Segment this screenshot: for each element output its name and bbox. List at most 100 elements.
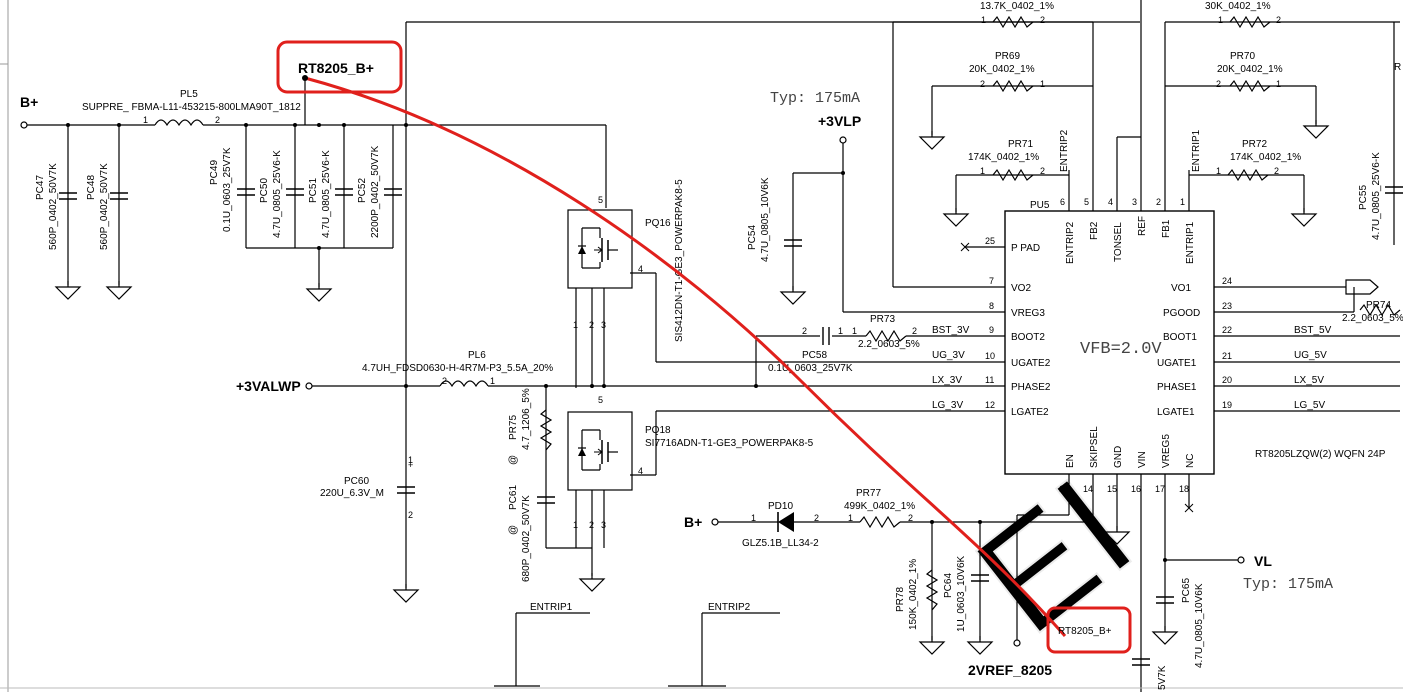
net-b-plus-left: B+	[20, 94, 38, 110]
svg-text:2: 2	[1040, 15, 1045, 25]
pc47-ref: PC47	[35, 175, 46, 200]
svg-text:1: 1	[573, 320, 578, 330]
svg-text:PHASE1: PHASE1	[1157, 382, 1197, 393]
net-lx-5v: LX_5V	[1294, 375, 1324, 386]
svg-text:2: 2	[408, 510, 413, 520]
highlight-annotation: RT8205_B+ RT8205_B+	[276, 40, 1132, 654]
svg-text:2: 2	[1040, 166, 1045, 176]
pc58-ref: PC58	[802, 350, 827, 361]
net-3vlp: +3VLP	[818, 113, 861, 129]
pc54-ref: PC54	[747, 225, 758, 250]
pl5-value: SUPPRE_ FBMA-L11-453215-800LMA90T_1812	[82, 102, 301, 113]
svg-text:3: 3	[601, 320, 606, 330]
svg-text:PGOOD: PGOOD	[1163, 308, 1200, 319]
pc51-ref: PC51	[308, 178, 319, 203]
svg-text:19: 19	[1222, 400, 1232, 410]
svg-text:GND: GND	[1113, 446, 1124, 468]
pc48-value: 560P_0402_50V7K	[99, 163, 110, 250]
pq16-ref: PQ16	[645, 218, 671, 229]
svg-text:BOOT2: BOOT2	[1011, 332, 1045, 343]
pq16-value: SIS412DN-T1-GE3_POWERPAK8-5	[674, 179, 685, 342]
svg-text:BOOT1: BOOT1	[1163, 332, 1197, 343]
pc47-value: 560P_0402_50V7K	[48, 163, 59, 250]
svg-text:9: 9	[989, 325, 994, 335]
note-typ-bottom: Typ: 175mA	[1243, 576, 1333, 593]
svg-text:5V7K: 5V7K	[1157, 665, 1168, 690]
pq18-value: SI7716ADN-T1-GE3_POWERPAK8-5	[645, 438, 814, 449]
svg-text:NC: NC	[1185, 454, 1196, 468]
svg-text:1: 1	[838, 326, 843, 336]
svg-text:EN: EN	[1065, 454, 1076, 468]
pr74-ref: PR74	[1366, 300, 1391, 311]
svg-text:FB2: FB2	[1089, 221, 1100, 240]
svg-text:18: 18	[1179, 484, 1189, 494]
pl6-value: 4.7UH_FDSD0630-H-4R7M-P3_5.5A_20%	[362, 363, 553, 374]
pl6-ref: PL6	[468, 350, 486, 361]
pc54-value: 4.7U_0805_10V6K	[760, 177, 771, 262]
pc55-value: 4.7U_0805_25V6-K	[1371, 152, 1382, 240]
svg-text:1: 1	[1218, 15, 1223, 25]
svg-text:UGATE2: UGATE2	[1011, 358, 1051, 369]
svg-text:1: 1	[848, 513, 853, 523]
net-b-plus-mid: B+	[684, 514, 702, 530]
svg-text:4: 4	[638, 264, 643, 274]
pd10-value: GLZ5.1B_LL34-2	[742, 538, 819, 549]
pq16-mosfet	[567, 209, 633, 289]
net-bst-5v: BST_5V	[1294, 325, 1332, 336]
pr78-ref: PR78	[895, 587, 906, 612]
svg-text:3: 3	[601, 520, 606, 530]
pc64-ref: PC64	[943, 573, 954, 598]
svg-text:1: 1	[981, 15, 986, 25]
svg-text:2: 2	[1216, 79, 1221, 89]
pr77-ref: PR77	[856, 488, 881, 499]
pc50-ref: PC50	[259, 178, 270, 203]
svg-text:2: 2	[980, 79, 985, 89]
svg-text:3: 3	[1132, 197, 1137, 207]
svg-text:1: 1	[980, 166, 985, 176]
svg-text:VIN: VIN	[1137, 451, 1148, 468]
svg-text:23: 23	[1222, 301, 1232, 311]
svg-text:LGATE2: LGATE2	[1011, 407, 1049, 418]
svg-text:1: 1	[852, 326, 857, 336]
pr75-ref: PR75	[508, 415, 519, 440]
ic-ref: PU5	[1030, 200, 1050, 211]
pc55-ref: PC55	[1358, 185, 1369, 210]
pl5-ref: PL5	[180, 89, 198, 100]
net-3valwp: +3VALWP	[236, 378, 301, 394]
pc61-ref: PC61	[508, 485, 519, 510]
svg-text:1: 1	[490, 376, 495, 386]
svg-text:VO2: VO2	[1011, 283, 1031, 294]
svg-text:10: 10	[985, 351, 995, 361]
pr75-value: 4.7_1206_5%	[521, 388, 532, 450]
svg-text:1: 1	[1276, 79, 1281, 89]
svg-text:12: 12	[985, 400, 995, 410]
net-ug-5v: UG_5V	[1294, 350, 1327, 361]
net-entrip2: ENTRIP2	[708, 602, 751, 613]
pr69-value: 20K_0402_1%	[969, 64, 1035, 75]
svg-text:SKIPSEL: SKIPSEL	[1089, 426, 1100, 468]
highlight-arrow	[304, 76, 1067, 637]
pq18-mosfet	[567, 411, 633, 491]
pq18-ref: PQ18	[645, 425, 671, 436]
svg-text:5: 5	[598, 395, 603, 405]
svg-text:PHASE2: PHASE2	[1011, 382, 1051, 393]
pc48-ref: PC48	[86, 175, 97, 200]
svg-text:2: 2	[589, 520, 594, 530]
pr78-value: 150K_0402_1%	[908, 559, 919, 630]
highlight-box-target	[1046, 606, 1132, 654]
svg-text:2: 2	[442, 376, 447, 386]
pr73-ref: PR73	[870, 314, 895, 325]
svg-text:TONSEL: TONSEL	[1113, 222, 1124, 262]
pr77-value: 499K_0402_1%	[844, 501, 915, 512]
highlight-box-source	[276, 40, 403, 94]
pd10-ref: PD10	[768, 501, 793, 512]
svg-text:@: @	[508, 525, 519, 535]
svg-text:@: @	[508, 455, 519, 465]
svg-text:2: 2	[1276, 15, 1281, 25]
note-typ-top: Typ: 175mA	[770, 90, 860, 107]
pc65-ref: PC65	[1181, 578, 1192, 603]
net-entrip1: ENTRIP1	[530, 602, 573, 613]
svg-text:5: 5	[1084, 197, 1089, 207]
